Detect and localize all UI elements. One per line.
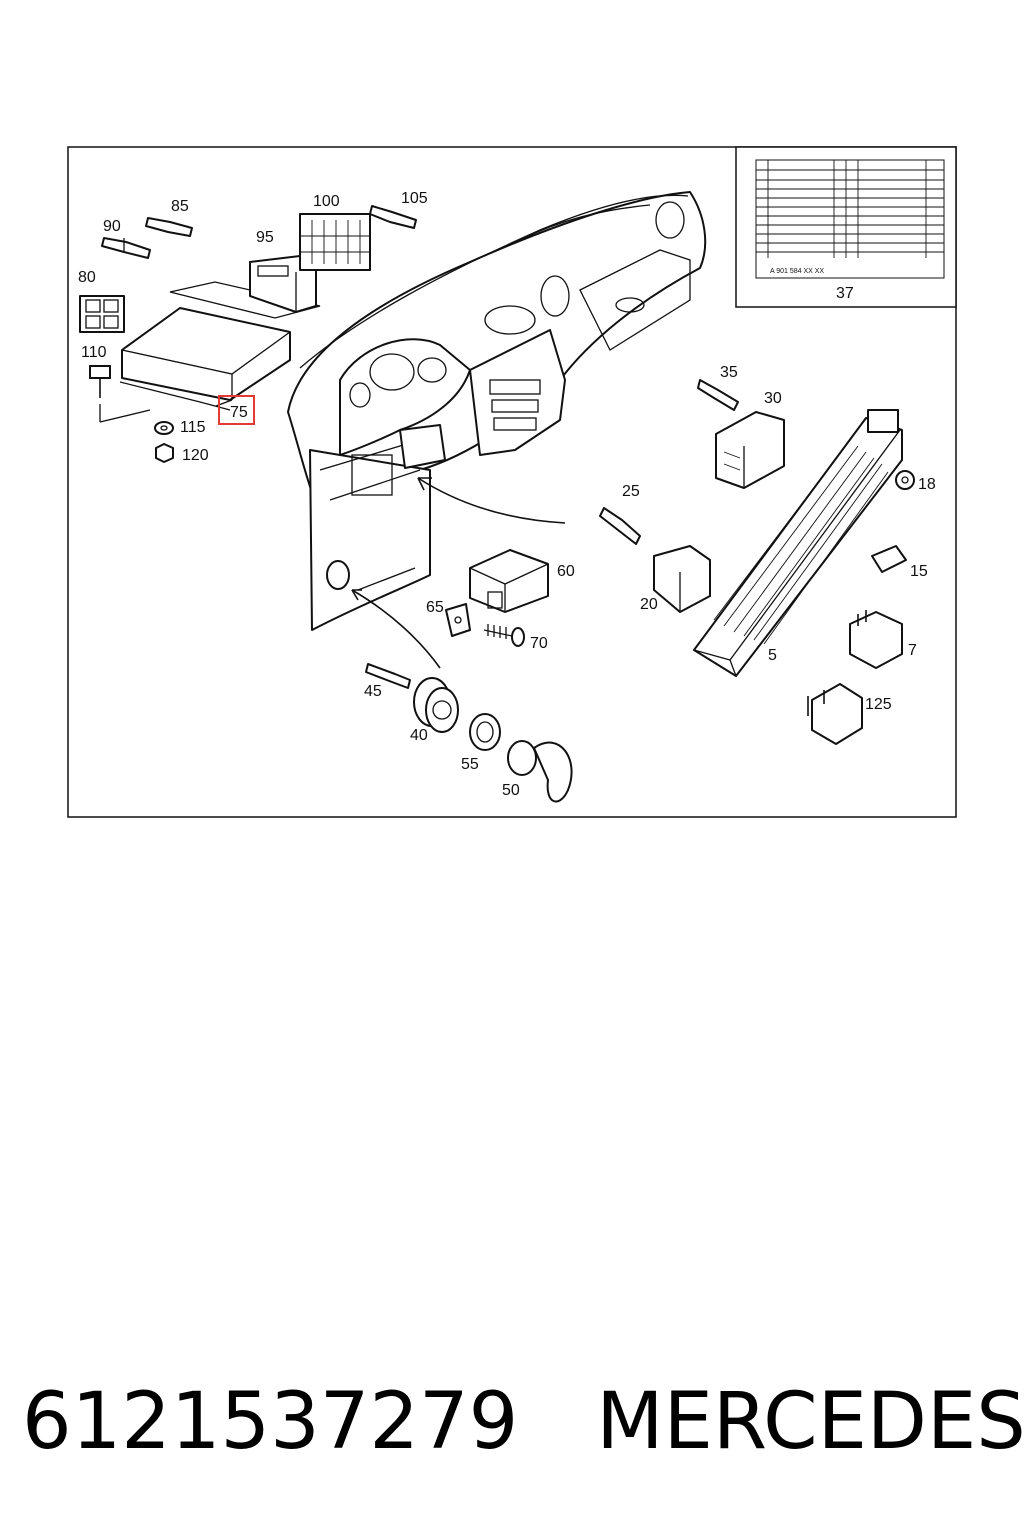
callout-25: 25: [622, 483, 640, 500]
product-caption: 6121537279 MERCEDES: [22, 1372, 1024, 1472]
callout-55: 55: [461, 756, 479, 773]
fuse-label-sheet: A 901 584 XX XX: [755, 159, 945, 279]
callout-95: 95: [256, 229, 274, 246]
nut-120: [155, 443, 174, 463]
switch-housing-60: [469, 549, 549, 613]
pointer-arrow-lower: [351, 589, 441, 669]
connector-100: [299, 213, 371, 271]
callout-85: 85: [171, 198, 189, 215]
diagram-frame: [67, 146, 957, 818]
callout-110: 110: [81, 344, 107, 361]
callout-90: 90: [103, 218, 121, 235]
screw-70: [483, 624, 525, 647]
relay-block-80: [79, 295, 125, 333]
ring-nut-55: [469, 713, 501, 751]
relay-7: [849, 610, 903, 669]
callout-15: 15: [910, 563, 928, 580]
connector-20: [653, 545, 711, 613]
callout-40: 40: [410, 727, 428, 744]
washer-115: [154, 421, 174, 435]
terminal-90: [101, 237, 151, 259]
callout-120: 120: [182, 447, 209, 464]
contact-pin-45: [365, 663, 411, 689]
fuse-relay-box-5: [693, 409, 903, 677]
callout-35: 35: [720, 364, 738, 381]
callout-65: 65: [426, 599, 444, 616]
dashboard-illustration: [287, 191, 707, 631]
round-connector-40: [413, 677, 459, 733]
connector-30: [715, 411, 785, 489]
callout-70: 70: [530, 635, 548, 652]
cover-cap-50: [507, 740, 573, 803]
bolt-110: [89, 365, 151, 423]
relay-125: [807, 683, 863, 745]
caption-part-number: 6121537279: [22, 1377, 519, 1467]
label-sheet-part-number: A 901 584 XX XX: [770, 268, 824, 275]
callout-20: 20: [640, 596, 658, 613]
terminal-25: [599, 507, 641, 545]
dash-socket-icon: [326, 560, 350, 590]
callout-37: 37: [836, 285, 854, 302]
callout-115: 115: [180, 419, 206, 436]
callout-50: 50: [502, 782, 520, 799]
bracket-65: [445, 603, 471, 637]
control-unit-75: [119, 281, 321, 411]
callout-5: 5: [768, 647, 777, 664]
callout-45: 45: [364, 683, 382, 700]
clip-18: [895, 470, 915, 490]
callout-80: 80: [78, 269, 96, 286]
callout-18: 18: [918, 476, 936, 493]
callout-30: 30: [764, 390, 782, 407]
callout-105: 105: [401, 190, 428, 207]
terminal-85: [145, 217, 193, 237]
callout-75: 75: [230, 404, 248, 421]
terminal-35: [697, 379, 739, 411]
callout-125: 125: [865, 696, 892, 713]
callout-75-highlight: [218, 395, 255, 425]
callout-100: 100: [313, 193, 340, 210]
fuse-15: [871, 545, 907, 573]
terminal-105: [369, 205, 417, 229]
caption-brand: MERCEDES: [596, 1377, 1024, 1467]
pointer-arrow-upper: [417, 477, 566, 524]
callout-7: 7: [908, 642, 917, 659]
callout-60: 60: [557, 563, 575, 580]
